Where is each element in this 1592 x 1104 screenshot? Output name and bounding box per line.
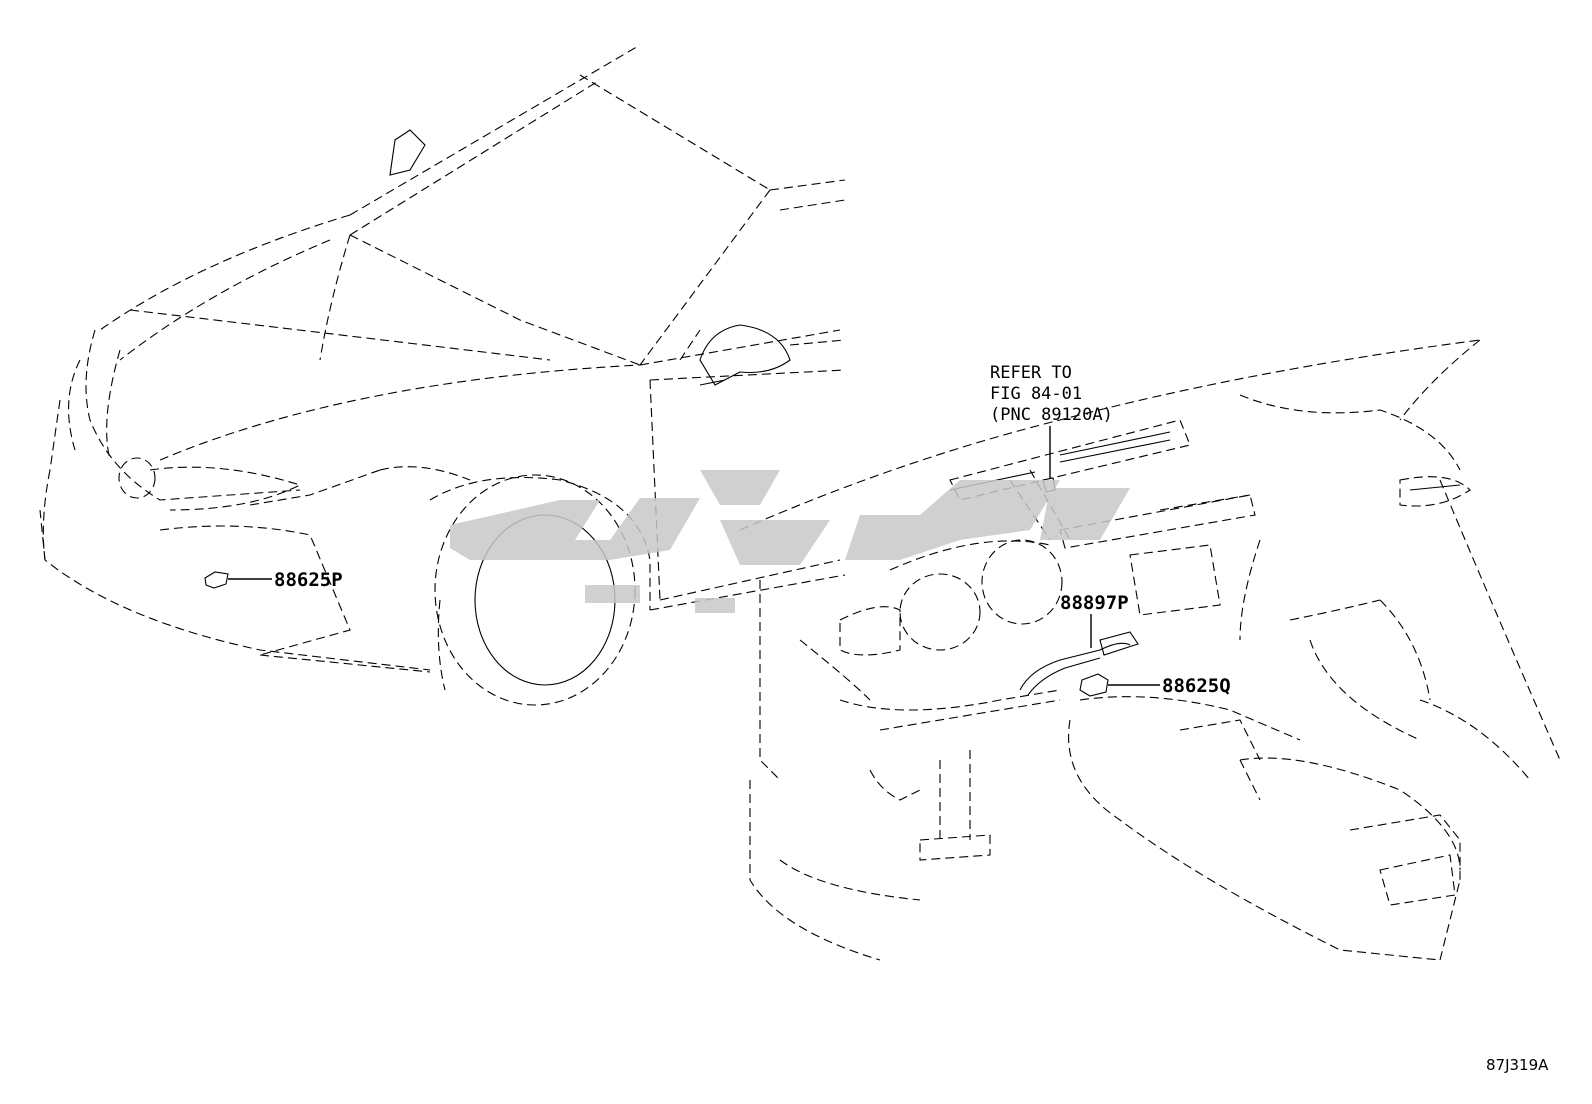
- callout-label-cabin-sensor: 88625Q: [1162, 675, 1231, 697]
- figure-code: 87J319A: [1486, 1056, 1549, 1074]
- cabin-sensor-part: [1079, 673, 1109, 697]
- watermark-logo: [450, 470, 1130, 613]
- front-sensor-part: [204, 571, 229, 589]
- callout-label-ambient-sensor: 88897P: [1060, 592, 1129, 614]
- reference-note-line-1: REFER TO: [990, 363, 1072, 383]
- car-exterior-drawing: [39, 44, 846, 706]
- reference-note-line-3: (PNC 89120A): [990, 405, 1113, 425]
- reference-note-line-2: FIG 84-01: [990, 384, 1082, 404]
- callout-label-front-sensor: 88625P: [274, 569, 343, 591]
- cabin-interior-drawing: [739, 339, 1561, 961]
